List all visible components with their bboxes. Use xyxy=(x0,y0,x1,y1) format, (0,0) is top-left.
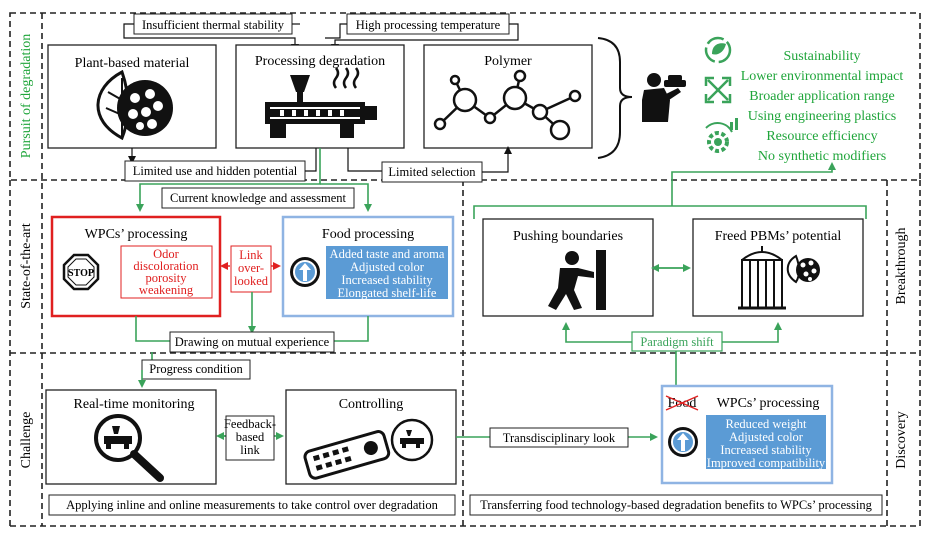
benefit-item: No synthetic modifiers xyxy=(758,149,886,164)
arrow-insufficient xyxy=(123,23,299,52)
right-row3-label: Discovery xyxy=(894,411,909,469)
wpc-improved-benefit: Adjusted color xyxy=(729,430,804,444)
benefit-item: Broader application range xyxy=(749,89,894,104)
line-wpc-drawing xyxy=(135,316,170,342)
wpc-issue: porosity xyxy=(146,271,188,285)
paradigm-shift-label: Paradigm shift xyxy=(640,335,714,349)
transdisciplinary-box xyxy=(489,427,629,448)
feedback-link-line: based xyxy=(236,430,265,444)
magnifier-extruder-icon xyxy=(94,414,164,482)
benefit-item: Sustainability xyxy=(784,49,861,64)
progress-condition-box xyxy=(141,359,251,380)
wpc-issue: weakening xyxy=(139,283,194,297)
controlling-title: Controlling xyxy=(339,397,404,412)
pushing-boundaries-box xyxy=(482,218,654,317)
freed-potential-box xyxy=(692,218,864,317)
leaf-plastic-small-icon xyxy=(786,254,820,284)
person-pushing-wall-icon xyxy=(548,250,606,310)
expand-arrows-icon xyxy=(704,76,732,104)
paradigm-shift-box xyxy=(631,331,723,352)
feedback-link-line: link xyxy=(240,443,260,457)
link-overlooked-box xyxy=(230,245,272,293)
gear-efficiency-icon xyxy=(705,118,738,153)
link-overlooked-line: Link xyxy=(239,248,263,262)
processing-degradation-title: Processing degradation xyxy=(255,54,385,69)
polymer-molecule-icon xyxy=(433,69,582,141)
pushing-boundaries-title: Pushing boundaries xyxy=(513,229,623,244)
processing-degradation-box xyxy=(235,44,405,149)
up-arrow-sign-icon-2 xyxy=(668,427,698,457)
food-benefit: Added taste and aroma xyxy=(330,247,445,261)
recycle-leaf-icon xyxy=(704,36,732,64)
limited-use-label: Limited use and hidden potential xyxy=(133,164,298,178)
benefit-item: Lower environmental impact xyxy=(741,69,904,84)
drawing-experience-box xyxy=(169,331,335,353)
strike-line xyxy=(665,395,699,411)
benefit-item: Resource efficiency xyxy=(766,129,877,144)
breakthrough-bracket xyxy=(473,205,867,219)
arrow-to-wpc xyxy=(136,148,321,212)
leaf-plastic-icon xyxy=(96,69,173,141)
stop-text: STOP xyxy=(68,268,94,279)
food-benefit: Adjusted color xyxy=(350,260,425,274)
open-birdcage-icon xyxy=(738,246,786,310)
freed-potential-title: Freed PBMs’ potential xyxy=(715,229,842,244)
transferring-benefits-label: Transferring food technology-based degra… xyxy=(480,498,872,512)
wpc-improved-benefit: Improved compatibility xyxy=(707,456,826,470)
limited-selection-label: Limited selection xyxy=(388,165,476,179)
current-knowledge-label: Current knowledge and assessment xyxy=(170,191,347,205)
realtime-monitoring-title: Real-time monitoring xyxy=(74,397,195,412)
wpc-processing-title: WPCs’ processing xyxy=(85,227,188,242)
transdisciplinary-label: Transdisciplinary look xyxy=(503,431,616,445)
polymer-title: Polymer xyxy=(484,54,532,69)
up-arrow-sign-icon xyxy=(290,257,320,287)
food-processing-title: Food processing xyxy=(322,227,414,242)
right-row2-label: Breakthrough xyxy=(894,228,909,305)
insufficient-label: Insufficient thermal stability xyxy=(142,18,285,32)
link-overlooked-line: over- xyxy=(238,261,264,275)
current-knowledge-box xyxy=(161,187,355,209)
progress-condition-label: Progress condition xyxy=(149,362,243,376)
row1-label: Pursuit of degradation xyxy=(19,34,34,158)
row3-label: Challenge xyxy=(19,412,34,469)
wpc-issue: Odor xyxy=(153,247,180,261)
transferring-benefits-box xyxy=(469,494,883,516)
feedback-link-box xyxy=(225,415,275,461)
food-benefit: Increased stability xyxy=(341,273,433,287)
wpc-issue: discoloration xyxy=(133,259,199,273)
line-food-drawing xyxy=(334,316,369,342)
arrow-paradigm-push xyxy=(562,322,677,386)
realtime-monitoring-box xyxy=(45,389,217,485)
extruder-icon xyxy=(265,67,377,138)
food-benefits-box xyxy=(326,246,448,299)
plant-material-title: Plant-based material xyxy=(75,56,190,71)
feedback-link-line: Feedback- xyxy=(224,417,276,431)
link-overlooked-line: looked xyxy=(234,274,269,288)
arrow-high-temp xyxy=(331,23,519,52)
wpc-improved-benefits-box xyxy=(706,415,826,469)
arrow-breakthrough-benefits xyxy=(671,162,836,180)
benefit-item: Using engineering plastics xyxy=(748,109,897,124)
wpc-improved-benefit: Reduced weight xyxy=(726,417,807,431)
applying-measurements-label: Applying inline and online measurements … xyxy=(66,498,439,512)
person-binoculars-icon xyxy=(642,73,686,122)
row2-label: State-of-the-art xyxy=(19,223,34,309)
drawing-experience-label: Drawing on mutual experience xyxy=(175,335,330,349)
high-temp-label: High processing temperature xyxy=(356,18,501,32)
applying-measurements-box xyxy=(48,494,456,516)
stop-sign-icon: STOP xyxy=(62,253,100,291)
bracket xyxy=(597,37,633,159)
wpc-issues-box xyxy=(120,245,213,299)
wpc-improved-benefit: Increased stability xyxy=(720,443,812,457)
remote-control-icon xyxy=(303,418,434,480)
wpc-improved-title: WPCs’ processing xyxy=(717,396,820,411)
benefits-list: Sustainability Lower environmental impac… xyxy=(741,49,904,164)
arrow-to-food xyxy=(320,183,372,212)
food-benefit: Elongated shelf-life xyxy=(338,286,437,300)
